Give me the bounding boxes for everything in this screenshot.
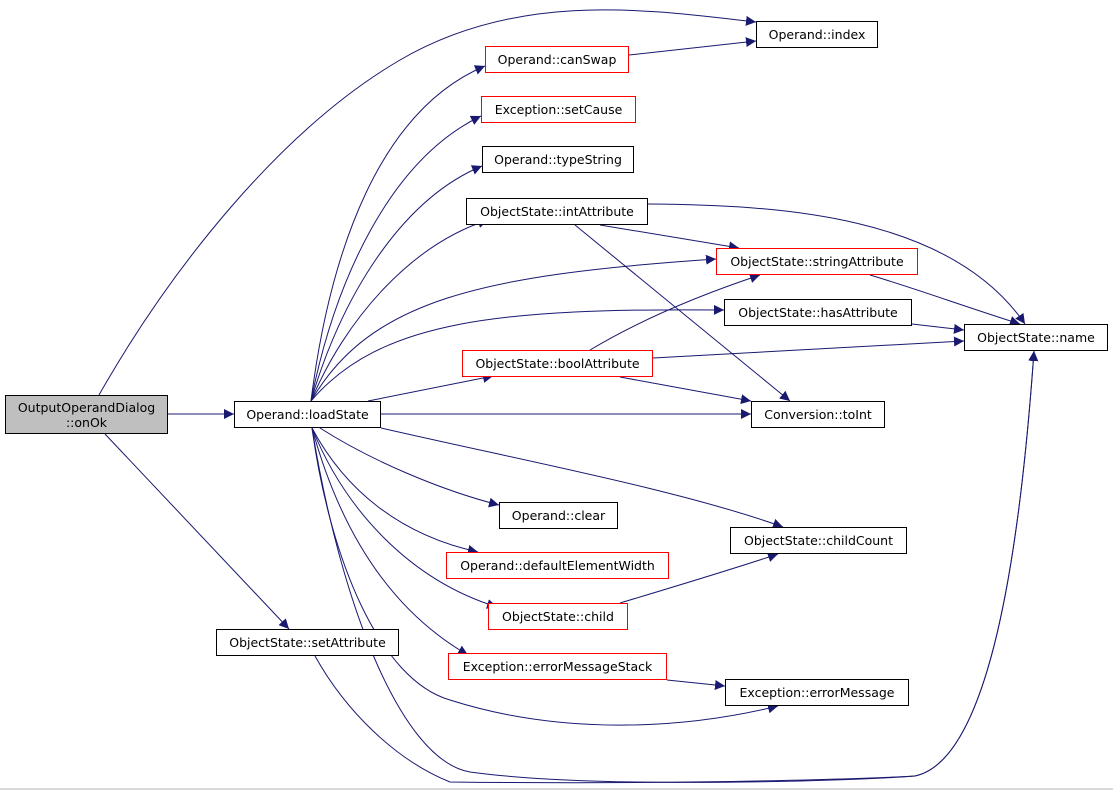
node-label: Exception::errorMessage	[739, 685, 895, 700]
edge-operand-canswap-to-operand-index	[628, 37, 757, 56]
node-objectstate-childcount[interactable]: ObjectState::childCount	[730, 527, 907, 554]
edge-exception-errormessagestack-to-exception-errormessage	[666, 679, 726, 690]
edge-objectstate-boolattribute-to-conversion-toint	[619, 376, 752, 405]
edge-objectstate-stringattribute-to-objectstate-name	[869, 274, 1021, 326]
edge-operand-loadstate-to-objectstate-stringattribute	[310, 254, 717, 402]
node-exception-setcause[interactable]: Exception::setCause	[481, 96, 636, 123]
node-objectstate-hasattribute[interactable]: ObjectState::hasAttribute	[724, 299, 912, 326]
bottom-scroll-rule	[0, 788, 1113, 790]
edges	[98, 9, 1039, 784]
node-label: ObjectState::setAttribute	[229, 635, 386, 650]
node-label: Operand::loadState	[246, 407, 369, 422]
node-operand-canswap[interactable]: Operand::canSwap	[485, 46, 629, 73]
edge-objectstate-intattribute-to-objectstate-stringattribute	[599, 224, 740, 252]
node-objectstate-setattribute[interactable]: ObjectState::setAttribute	[216, 629, 399, 656]
node-exception-errormessagestack[interactable]: Exception::errorMessageStack	[448, 653, 667, 680]
edge-operand-loadstate-to-objectstate-name	[311, 350, 1039, 783]
node-label: ObjectState::name	[977, 330, 1095, 345]
node-label: ObjectState::childCount	[743, 533, 894, 548]
node-label: Operand::defaultElementWidth	[460, 558, 655, 573]
edge-operand-loadstate-to-operand-canswap	[310, 65, 486, 402]
node-label: ObjectState::boolAttribute	[475, 356, 640, 371]
edge-objectstate-intattribute-to-conversion-toint	[574, 224, 791, 402]
edge-operand-loadstate-to-objectstate-child	[311, 427, 498, 609]
edge-objectstate-child-to-objectstate-childcount	[619, 552, 779, 604]
edge-objectstate-hasattribute-to-objectstate-name	[911, 323, 965, 334]
edge-output-operand-dialog-onok-to-objectstate-setattribute	[104, 433, 290, 630]
edge-objectstate-boolattribute-to-objectstate-stringattribute	[589, 273, 761, 351]
node-objectstate-intattribute[interactable]: ObjectState::intAttribute	[466, 198, 648, 225]
node-label: Exception::setCause	[494, 102, 623, 117]
node-label: OutputOperandDialog	[17, 399, 156, 415]
edge-objectstate-boolattribute-to-objectstate-name	[652, 336, 965, 359]
edge-operand-loadstate-to-objectstate-boolattribute	[367, 373, 494, 402]
node-label: ObjectState::child	[502, 609, 614, 624]
edge-operand-loadstate-to-objectstate-intattribute	[310, 218, 489, 402]
node-label: ObjectState::stringAttribute	[730, 254, 904, 269]
node-operand-loadstate[interactable]: Operand::loadState	[234, 401, 381, 428]
node-objectstate-name[interactable]: ObjectState::name	[964, 324, 1108, 351]
node-conversion-toint[interactable]: Conversion::toInt	[751, 401, 885, 428]
node-operand-typestring[interactable]: Operand::typeString	[482, 146, 634, 173]
edge-operand-loadstate-to-operand-clear	[319, 427, 500, 508]
node-label: Conversion::toInt	[764, 407, 872, 422]
node-label: Operand::canSwap	[497, 52, 617, 67]
edge-operand-loadstate-to-exception-setcause	[310, 115, 482, 402]
edge-operand-loadstate-to-exception-errormessage	[311, 427, 779, 726]
edge-objectstate-intattribute-to-objectstate-name	[647, 203, 1026, 325]
node-output-operand-dialog-onok: OutputOperandDialog::onOk	[5, 395, 168, 434]
edge-operand-loadstate-to-exception-errormessagestack	[311, 427, 469, 656]
node-label: Operand::typeString	[494, 152, 622, 167]
node-label: ObjectState::hasAttribute	[738, 305, 898, 320]
node-objectstate-stringattribute[interactable]: ObjectState::stringAttribute	[716, 248, 918, 275]
node-operand-defaultelementwidth[interactable]: Operand::defaultElementWidth	[446, 552, 669, 579]
edge-objectstate-setattribute-to-objectstate-name	[314, 350, 1039, 784]
node-label: Operand::clear	[511, 508, 606, 523]
node-operand-clear[interactable]: Operand::clear	[499, 502, 618, 529]
node-exception-errormessage[interactable]: Exception::errorMessage	[725, 679, 909, 706]
edge-operand-loadstate-to-objectstate-childcount	[380, 427, 784, 529]
node-objectstate-boolattribute[interactable]: ObjectState::boolAttribute	[462, 350, 653, 377]
node-objectstate-child[interactable]: ObjectState::child	[488, 603, 628, 630]
edge-operand-loadstate-to-objectstate-hasattribute	[310, 304, 725, 402]
node-label: ::onOk	[65, 414, 108, 430]
node-label: Operand::index	[768, 27, 866, 42]
node-label: ObjectState::intAttribute	[480, 204, 634, 219]
node-label: Exception::errorMessageStack	[462, 659, 653, 674]
node-operand-index[interactable]: Operand::index	[756, 21, 878, 48]
edge-operand-loadstate-to-operand-defaultelementwidth	[311, 427, 479, 555]
edge-operand-loadstate-to-operand-typestring	[310, 165, 483, 402]
edge-output-operand-dialog-onok-to-operand-index	[98, 9, 757, 396]
